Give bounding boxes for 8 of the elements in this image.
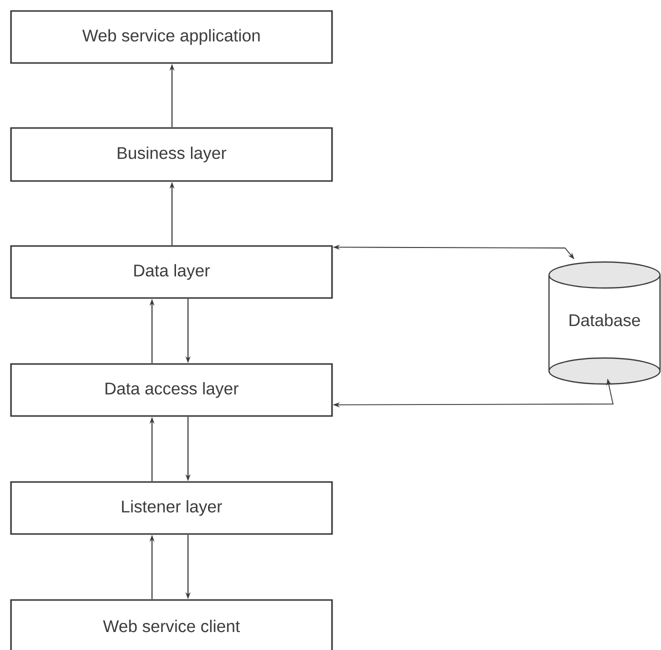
layer-box: Data access layer <box>10 363 333 417</box>
node-label: Database <box>570 314 640 326</box>
layer-box: Data layer <box>10 245 333 299</box>
layer-box: Web service application <box>10 10 333 64</box>
layer-box: Listener layer <box>10 481 333 535</box>
database-cylinder: Database <box>548 261 661 385</box>
layer-box: Web service client <box>10 599 333 650</box>
layer-box: Business layer <box>10 127 333 182</box>
